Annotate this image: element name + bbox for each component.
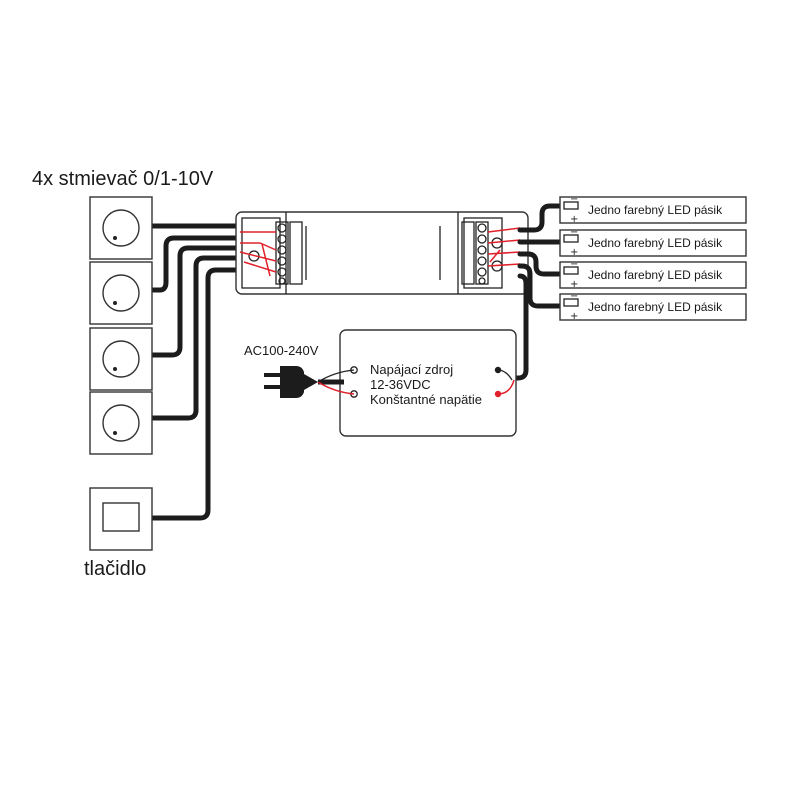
- button-label: tlačidlo: [84, 558, 147, 580]
- psu-label-line3: Konštantné napätie: [370, 392, 483, 407]
- svg-text:−: −: [570, 291, 578, 302]
- controller: [235, 211, 529, 295]
- dimmer-2-wire: [147, 235, 239, 293]
- svg-text:+: +: [570, 279, 578, 290]
- svg-text:+: +: [570, 247, 578, 258]
- strip-4-wire: [517, 263, 565, 309]
- dimmer-4-wire: [147, 255, 239, 421]
- psu-label-line1: Napájací zdroj: [370, 362, 454, 377]
- input-red-wires: [239, 231, 277, 277]
- input-terminal-block: [275, 221, 307, 285]
- dimmer-3-wire: [147, 245, 239, 358]
- output-terminal-block: [439, 221, 489, 285]
- dimmer-knob-icon: [102, 209, 140, 247]
- button-wire: [147, 267, 239, 521]
- led-strip-2: − +: [559, 227, 747, 258]
- dimmer-knob-icon: [102, 340, 140, 378]
- svg-text:+: +: [570, 311, 578, 322]
- led-strip-4: − +: [559, 291, 747, 322]
- led-strip-label: Jedno farebný LED pásik: [588, 300, 723, 314]
- svg-text:−: −: [570, 194, 578, 205]
- svg-text:−: −: [570, 227, 578, 238]
- led-strip-3: − +: [559, 259, 747, 290]
- ac-input-label: AC100-240V: [244, 343, 319, 358]
- strip-1-wire: [517, 203, 565, 233]
- diagram-title: 4x stmievač 0/1-10V: [32, 168, 214, 190]
- dimmer-4: [89, 391, 153, 455]
- psu-output-wire: [511, 273, 529, 381]
- output-red-wires: [487, 227, 521, 267]
- strip-3-wire: [517, 251, 565, 277]
- psu-label-line2: 12-36VDC: [370, 377, 431, 392]
- led-strip-label: Jedno farebný LED pásik: [588, 268, 723, 282]
- dimmer-knob-icon: [102, 404, 140, 442]
- push-button: [89, 487, 153, 551]
- led-strip-1: − +: [559, 194, 747, 225]
- svg-text:+: +: [570, 214, 578, 225]
- svg-text:−: −: [570, 259, 578, 270]
- led-strip-label: Jedno farebný LED pásik: [588, 203, 723, 217]
- dimmer-2: [89, 261, 153, 325]
- led-strip-label: Jedno farebný LED pásik: [588, 236, 723, 250]
- dimmer-1: [89, 196, 153, 260]
- dimmer-3: [89, 327, 153, 391]
- mains-plug-icon: [264, 366, 355, 398]
- dimmer-knob-icon: [102, 274, 140, 312]
